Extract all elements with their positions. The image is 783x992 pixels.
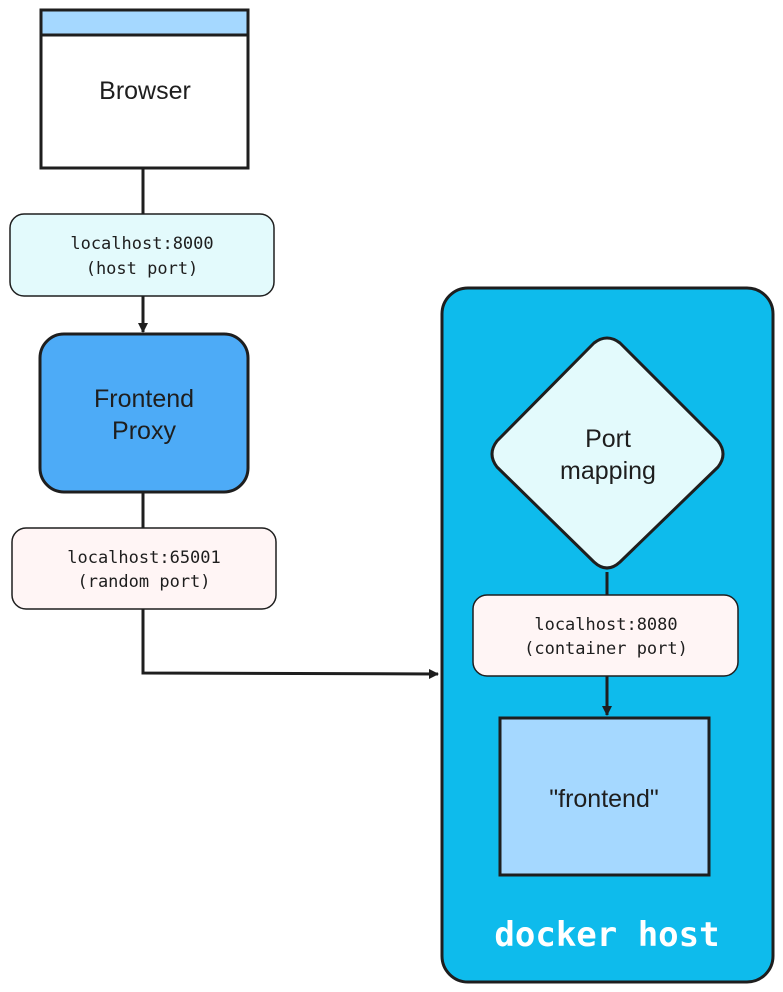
host-port-description: (host port) (86, 259, 199, 279)
container-port-address: localhost:8080 (534, 615, 677, 635)
random-port-address: localhost:65001 (67, 548, 221, 568)
host-port-label-node: localhost:8000 (host port) (9, 213, 275, 297)
random-port-description: (random port) (77, 572, 210, 592)
frontend-container-node: "frontend" (498, 716, 711, 877)
host-port-address: localhost:8000 (70, 234, 213, 254)
container-port-description: (container port) (524, 639, 688, 659)
random-port-label-node: localhost:65001 (random port) (11, 527, 277, 610)
container-port-label-node: localhost:8080 (container port) (472, 594, 739, 677)
browser-label: Browser (99, 77, 191, 105)
frontend-proxy-label-line2: Proxy (112, 417, 176, 445)
random-port-label-box (11, 527, 277, 610)
port-mapping-diamond (490, 336, 725, 570)
port-mapping-label-line1: Port (585, 425, 631, 453)
browser-titlebar (39, 8, 250, 37)
frontend-container-box (498, 716, 711, 877)
browser-node: Browser (39, 8, 250, 170)
container-port-label-box (472, 594, 739, 677)
frontend-proxy-node: Frontend Proxy (38, 332, 250, 494)
docker-host-label: docker host (494, 915, 719, 955)
host-port-label-box (9, 213, 275, 297)
port-mapping-label-line2: mapping (560, 457, 656, 485)
port-mapping-node: Port mapping (490, 336, 725, 570)
frontend-container-label: "frontend" (549, 785, 659, 813)
frontend-proxy-box (38, 332, 250, 494)
arrow-random-port-to-docker-host (141, 609, 439, 679)
frontend-proxy-label-line1: Frontend (94, 385, 194, 413)
